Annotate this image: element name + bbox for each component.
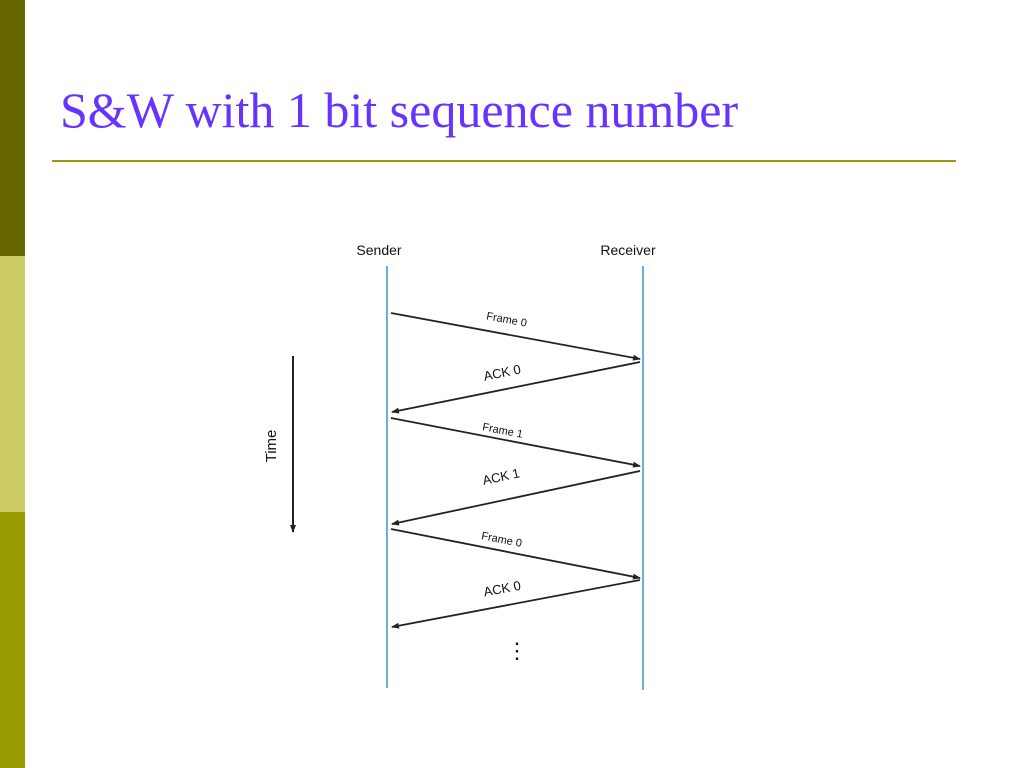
title-underline	[52, 160, 956, 162]
accent-bar-top	[0, 0, 25, 256]
side-accent-bar	[0, 0, 25, 768]
message-arrow	[390, 312, 641, 361]
message-arrows	[390, 312, 641, 629]
slide-title: S&W with 1 bit sequence number	[60, 82, 739, 138]
accent-bar-middle	[0, 256, 25, 512]
message-label: ACK 1	[481, 465, 521, 487]
time-axis-label: Time	[263, 430, 280, 463]
message-label: Frame 1	[481, 421, 523, 441]
receiver-label: Receiver	[600, 242, 656, 258]
message-arrow	[391, 579, 641, 629]
sender-label: Sender	[356, 242, 401, 258]
message-arrow	[390, 528, 641, 580]
message-labels: Frame 0 ACK 0 Frame 1 ACK 1 Frame 0 ACK …	[480, 310, 527, 599]
message-label: ACK 0	[482, 578, 522, 600]
message-arrow	[390, 417, 641, 468]
message-arrow	[391, 470, 641, 526]
accent-bar-bottom	[0, 512, 25, 768]
message-label: ACK 0	[482, 362, 522, 384]
message-arrow	[391, 361, 641, 414]
continuation-dots: ⋮	[506, 638, 528, 663]
message-label: Frame 0	[485, 310, 527, 329]
